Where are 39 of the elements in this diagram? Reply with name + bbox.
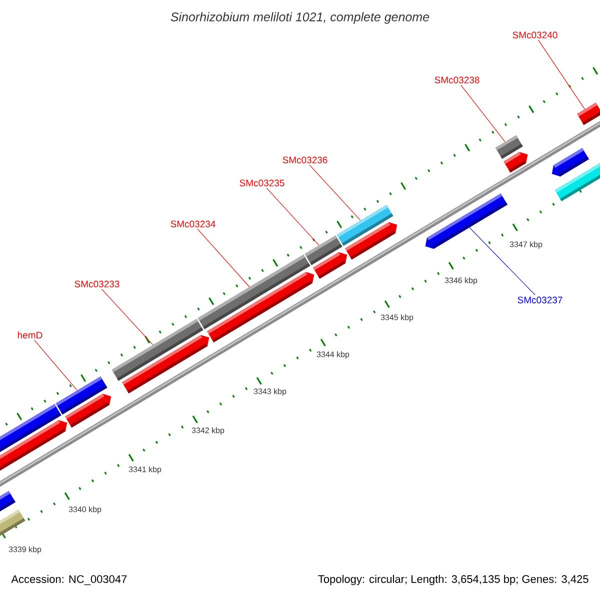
gene-bar <box>122 334 210 394</box>
gene-label: SMc03233 <box>74 280 120 288</box>
scale-label: 3341 kbp <box>128 466 162 474</box>
gene-label: SMc03237 <box>518 296 562 304</box>
leader-line <box>309 164 361 221</box>
scale-label: 3340 kbp <box>68 506 102 514</box>
gene-label: SMc03238 <box>434 76 480 84</box>
gene-bar <box>425 193 508 249</box>
gene-bar <box>345 222 398 260</box>
gene-label: hemD <box>18 332 42 338</box>
gene-bar <box>552 148 589 176</box>
leader-line <box>469 227 536 296</box>
scale-label: 3339 kbp <box>8 546 42 554</box>
scale-label: 3343 kbp <box>254 388 286 396</box>
gene-bar <box>0 510 26 536</box>
scale-label: 3345 kbp <box>380 314 414 322</box>
scale-label: 3342 kbp <box>192 427 224 435</box>
gene-label: SMc03234 <box>170 220 216 228</box>
gene-bar <box>207 272 314 342</box>
gene-label: SMc03240 <box>512 32 558 38</box>
gene-bar <box>0 420 68 471</box>
gene-bar <box>65 394 112 428</box>
leader-line <box>538 40 585 110</box>
footer-text: Topology: circular; Length: 3,654,135 bp; Genes: 3,425 <box>318 574 588 586</box>
leader-line <box>197 228 250 288</box>
footer-text: Accession: NC_003047 <box>11 574 127 586</box>
scale-label: 3346 kbp <box>444 277 478 285</box>
title: Sinorhizobium meliloti 1021, complete genome <box>170 12 430 24</box>
gene-label: SMc03236 <box>282 156 328 164</box>
scale-label: 3344 kbp <box>316 351 350 359</box>
leader-line <box>34 340 78 391</box>
gene-bar <box>504 152 528 173</box>
gene-bar <box>313 252 348 279</box>
leader-line <box>266 188 320 246</box>
gene-bar <box>577 102 600 126</box>
gene-label: SMc03235 <box>240 180 284 186</box>
leader-line <box>460 84 506 142</box>
gene-bar <box>0 490 16 512</box>
leader-line <box>101 288 154 346</box>
